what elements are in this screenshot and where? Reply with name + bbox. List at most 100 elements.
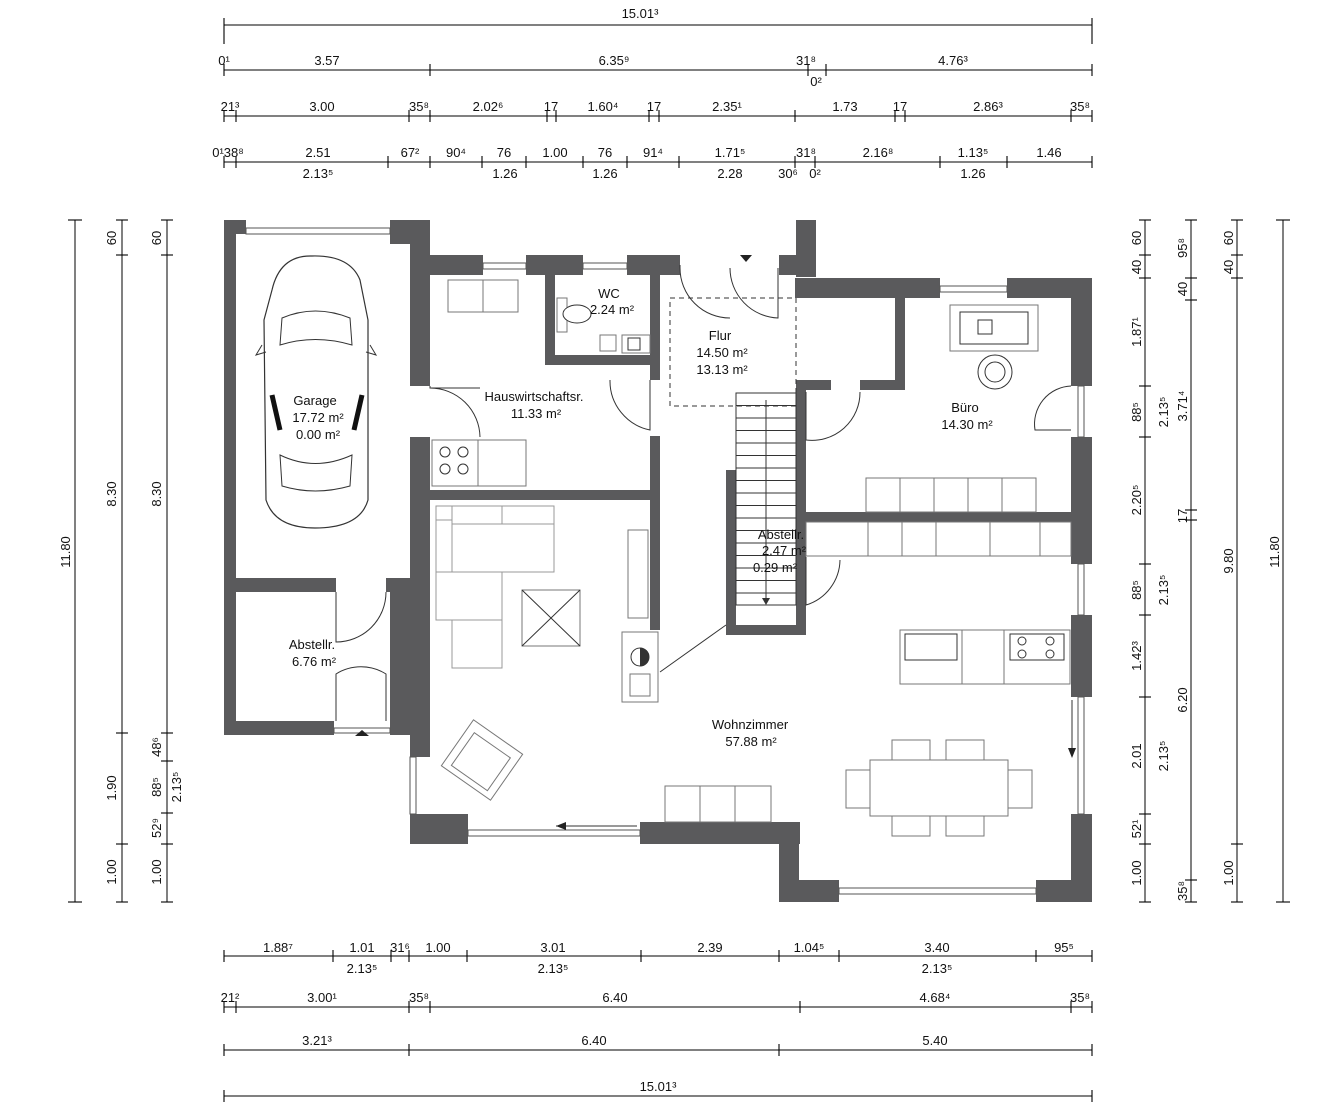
dim-top-r3a-9: 31⁸: [796, 145, 816, 160]
dim-top-r2-11: 35⁸: [1070, 99, 1090, 114]
dim-top-r3a-7: 91⁴: [643, 145, 663, 160]
dim-top-r2-4: 17: [544, 99, 558, 114]
dim-bot-r1a-8: 95⁵: [1054, 940, 1074, 955]
dim-top-r2-10: 2.86³: [973, 99, 1003, 114]
dim-left-c3-1: 8.30: [149, 481, 164, 506]
dim-left-c3-6: 2.13⁵: [169, 772, 184, 803]
dim-top-r2-9: 17: [893, 99, 907, 114]
dim-bot-r1a-0: 1.88⁷: [263, 940, 293, 955]
dim-right-c1-1: 40: [1129, 260, 1144, 274]
dim-top-r3a-3: 90⁴: [446, 145, 466, 160]
dim-bot-r2-3: 6.40: [602, 990, 627, 1005]
dim-top-r2-2: 35⁸: [409, 99, 429, 114]
dim-left-c2-3: 1.00: [104, 859, 119, 884]
dim-bot-r1a-5: 2.39: [697, 940, 722, 955]
dim-top-r2-8: 1.73: [832, 99, 857, 114]
car-icon: [254, 255, 378, 529]
dim-right-c2-5: 2.13⁵: [1156, 575, 1171, 606]
dim-top-r3a-8: 1.71⁵: [715, 145, 746, 160]
dim-top-r1-5: 4.76³: [938, 53, 968, 68]
room-abstellr-stair-area1: 2.47 m²: [762, 543, 807, 558]
dim-right-c1-7: 2.01: [1129, 743, 1144, 768]
room-flur-name: Flur: [709, 328, 732, 343]
dim-right-c1-0: 60: [1129, 231, 1144, 245]
room-garage-area2: 0.00 m²: [296, 427, 341, 442]
dim-bot-r2-4: 4.68⁴: [920, 990, 951, 1005]
dim-bot-r3-0: 3.21³: [302, 1033, 332, 1048]
room-hauswirtschaft-area: 11.33 m²: [511, 406, 562, 421]
dim-top-r2-6: 17: [647, 99, 661, 114]
dim-top-r3a-4: 76: [497, 145, 511, 160]
dim-top-r1-2: 6.35⁹: [599, 53, 630, 68]
dim-top-r3a-1: 2.51: [305, 145, 330, 160]
dim-top-r1-3: 31⁸: [796, 53, 816, 68]
dim-right-c2-4: 17: [1175, 509, 1190, 523]
dim-bot-r1a-2: 31⁶: [390, 940, 410, 955]
dim-left-c3-3: 88⁵: [149, 777, 164, 797]
room-abstellr-stair-area2: 0.29 m²: [753, 560, 798, 575]
dim-left-c2-1: 8.30: [104, 481, 119, 506]
flur-dashed-outline: [669, 297, 797, 407]
dim-top-r2-3: 2.02⁶: [473, 99, 504, 114]
dim-right-c1-4: 2.20⁵: [1129, 485, 1144, 516]
dim-bot-r3-1: 6.40: [581, 1033, 606, 1048]
dim-right-c2-6: 6.20: [1175, 687, 1190, 712]
dim-bot-r1a-4: 3.01: [540, 940, 565, 955]
room-buero-name: Büro: [951, 400, 978, 415]
dim-top-r3b-2: 1.26: [592, 166, 617, 181]
room-wc-area: 2.24 m²: [590, 302, 635, 317]
dim-right-c1-9: 1.00: [1129, 860, 1144, 885]
dim-left-c1-0: 11.80: [58, 536, 73, 568]
dim-top-r3a-5: 1.00: [542, 145, 567, 160]
dim-top-r3b-4: 30⁶: [778, 166, 798, 181]
top-dimensions: 15.01³ 0¹ 3.57 6.35⁹ 31⁸ 0² 4.76³: [212, 6, 1093, 181]
dim-top-r2-7: 2.35¹: [712, 99, 742, 114]
dim-top-r2-5: 1.60⁴: [588, 99, 619, 114]
dim-top-r3a-2: 67²: [401, 145, 420, 160]
dim-right-c1-8: 52¹: [1129, 819, 1144, 838]
right-dimensions: 60 40 1.87¹ 88⁵ 2.20⁵ 88⁵ 1.42³ 2.01 52¹…: [1129, 219, 1290, 903]
dim-left-c3-0: 60: [149, 231, 164, 245]
room-flur-area1: 14.50 m²: [696, 345, 748, 360]
dim-left-c3-4: 52⁹: [149, 818, 164, 838]
dim-bot-r2-2: 35⁸: [409, 990, 429, 1005]
dim-top-r3b-5: 0²: [809, 166, 821, 181]
dim-right-c3-1: 40: [1221, 260, 1236, 274]
dim-bot-r1b-1: 2.13⁵: [538, 961, 569, 976]
bottom-dimensions: 1.88⁷ 1.01 31⁶ 1.00 3.01 2.39 1.04⁵ 3.40…: [221, 940, 1093, 1102]
staircase: [735, 392, 797, 606]
room-abstellr-left-area: 6.76 m²: [292, 654, 337, 669]
dim-top-r3b-0: 2.13⁵: [303, 166, 334, 181]
dim-bot-r2-1: 3.00¹: [307, 990, 337, 1005]
dim-bot-r1a-6: 1.04⁵: [794, 940, 825, 955]
dim-bot-total: 15.01³: [640, 1079, 678, 1094]
dim-top-r2-1: 3.00: [309, 99, 334, 114]
dim-left-c2-0: 60: [104, 231, 119, 245]
dining-table-icon: [845, 739, 1033, 837]
dim-top-r3b-6: 1.26: [960, 166, 985, 181]
dim-top-r3b-1: 1.26: [492, 166, 517, 181]
dim-left-c2-2: 1.90: [104, 775, 119, 800]
room-garage-name: Garage: [293, 393, 336, 408]
dim-bot-r1a-1: 1.01: [349, 940, 374, 955]
room-flur-area2: 13.13 m²: [696, 362, 748, 377]
walls: [224, 220, 1092, 902]
dim-bot-r1b-0: 2.13⁵: [347, 961, 378, 976]
dim-left-c3-2: 48⁶: [149, 737, 164, 757]
dim-bot-r1a-7: 3.40: [924, 940, 949, 955]
dim-top-r3a-0: 0¹38⁸: [212, 145, 244, 160]
dim-bot-r2-5: 35⁸: [1070, 990, 1090, 1005]
room-wohnzimmer-name: Wohnzimmer: [712, 717, 789, 732]
room-abstellr-stair-name: Abstellr.: [758, 527, 804, 542]
dim-right-c2-7: 2.13⁵: [1156, 741, 1171, 772]
dim-top-r3b-3: 2.28: [717, 166, 742, 181]
dim-bot-r1a-3: 1.00: [425, 940, 450, 955]
left-dimensions: 11.80 60 8.30 1.90 1.00 60 8.30 48⁶ 88⁵ …: [58, 219, 184, 903]
dim-top-r3a-11: 1.13⁵: [958, 145, 989, 160]
dim-right-c1-5: 88⁵: [1129, 580, 1144, 600]
dim-right-c1-6: 1.42³: [1129, 641, 1144, 671]
dim-bot-r1b-2: 2.13⁵: [922, 961, 953, 976]
windows: [245, 227, 1085, 895]
dim-right-c2-3: 3.71⁴: [1175, 391, 1190, 422]
